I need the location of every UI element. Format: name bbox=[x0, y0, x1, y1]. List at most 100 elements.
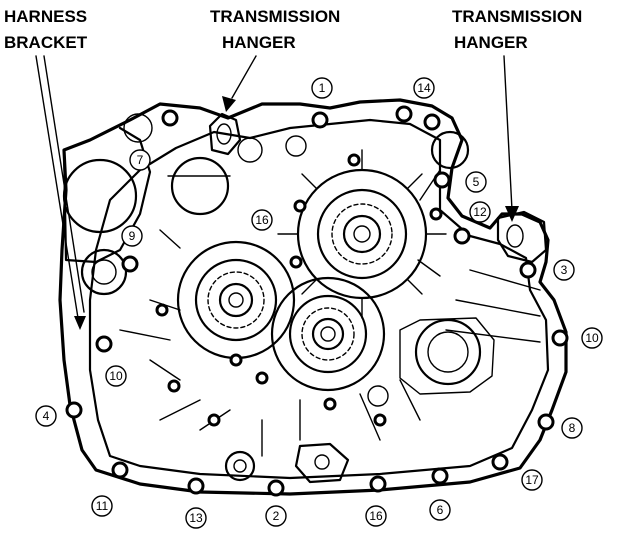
bolt bbox=[347, 153, 361, 167]
callout-4: 4 bbox=[35, 405, 57, 427]
right-large-port bbox=[414, 318, 482, 386]
callout-7: 7 bbox=[129, 149, 151, 171]
right-port-housing bbox=[399, 317, 495, 395]
left-hanger-hole bbox=[216, 123, 232, 145]
lower-drain-boss bbox=[224, 450, 256, 482]
svg-text:6: 6 bbox=[437, 503, 444, 517]
bolt bbox=[95, 335, 113, 353]
bolt bbox=[323, 397, 337, 411]
bolt bbox=[167, 379, 181, 393]
bolt bbox=[395, 105, 413, 123]
bolt bbox=[293, 199, 307, 213]
upper-right-boss bbox=[430, 130, 470, 170]
bolt bbox=[453, 227, 471, 245]
bolt bbox=[207, 413, 221, 427]
center-bearing bbox=[270, 276, 386, 392]
svg-text:10: 10 bbox=[585, 331, 599, 345]
bolt bbox=[431, 467, 449, 485]
bolt bbox=[255, 371, 269, 385]
harness-leader-1 bbox=[35, 55, 79, 319]
bolt bbox=[373, 413, 387, 427]
callout-13: 13 bbox=[185, 507, 207, 529]
svg-text:9: 9 bbox=[129, 229, 136, 243]
callout-11: 11 bbox=[91, 495, 113, 517]
svg-text:2: 2 bbox=[273, 509, 280, 523]
svg-text:3: 3 bbox=[561, 263, 568, 277]
svg-text:10: 10 bbox=[109, 369, 123, 383]
right-hanger-bracket bbox=[496, 210, 548, 264]
left-lower-port bbox=[80, 248, 128, 296]
transmission-hanger-left-label: TRANSMISSION HANGER bbox=[210, 7, 340, 52]
leader-lines bbox=[35, 55, 519, 330]
svg-text:12: 12 bbox=[473, 205, 487, 219]
callout-5: 5 bbox=[465, 171, 487, 193]
harness-bracket-label: HARNESS BRACKET bbox=[4, 7, 88, 52]
callout-17: 17 bbox=[521, 469, 543, 491]
right-hanger-hole bbox=[506, 224, 524, 248]
harness-bracket-label-line1: HARNESS bbox=[4, 7, 87, 26]
transmission-hanger-right-label: TRANSMISSION HANGER bbox=[452, 7, 582, 52]
hanger-right-label-line1: TRANSMISSION bbox=[452, 7, 582, 26]
upper-left-boss bbox=[170, 156, 230, 216]
bolt bbox=[423, 113, 441, 131]
bolt bbox=[311, 111, 329, 129]
svg-text:8: 8 bbox=[569, 421, 576, 435]
left-hanger-bracket bbox=[208, 112, 242, 156]
bolt bbox=[537, 413, 555, 431]
left-cover-port bbox=[62, 158, 138, 234]
lower-port-small bbox=[367, 385, 389, 407]
harness-arrowhead bbox=[74, 316, 86, 330]
upper-bearing bbox=[277, 149, 447, 319]
callout-14-top: 14 bbox=[413, 77, 435, 99]
svg-text:1: 1 bbox=[319, 81, 326, 95]
callout-16-top: 16 bbox=[251, 209, 273, 231]
lower-center-hole bbox=[314, 454, 330, 470]
upper-port-small-2 bbox=[285, 135, 307, 157]
callout-3: 3 bbox=[553, 259, 575, 281]
left-cover-boss bbox=[123, 113, 153, 143]
bolt bbox=[155, 303, 169, 317]
callout-10-right: 10 bbox=[581, 327, 603, 349]
svg-text:16: 16 bbox=[255, 213, 269, 227]
hanger-left-arrowhead bbox=[222, 96, 236, 112]
bolt bbox=[229, 353, 243, 367]
hanger-left-label-line2: HANGER bbox=[222, 33, 296, 52]
callout-2: 2 bbox=[265, 505, 287, 527]
hanger-right-label-line2: HANGER bbox=[454, 33, 528, 52]
bolt-number-callouts: 1 14 7 5 12 16 9 3 10 10 4 8 17 11 13 2 … bbox=[35, 77, 603, 529]
callout-6: 6 bbox=[429, 499, 451, 521]
hanger-left-label-line1: TRANSMISSION bbox=[210, 7, 340, 26]
right-large-port-inner bbox=[427, 331, 469, 373]
bolt bbox=[491, 453, 509, 471]
housing-ribs bbox=[119, 169, 441, 457]
harness-bracket-label-line2: BRACKET bbox=[4, 33, 88, 52]
bolt bbox=[369, 475, 387, 493]
lower-drain-plug bbox=[233, 459, 247, 473]
svg-text:16: 16 bbox=[369, 509, 383, 523]
callout-16-bottom: 16 bbox=[365, 505, 387, 527]
bolt bbox=[433, 171, 451, 189]
callout-8: 8 bbox=[561, 417, 583, 439]
bolt bbox=[289, 255, 303, 269]
bolt bbox=[551, 329, 569, 347]
hanger-right-leader bbox=[503, 55, 513, 211]
svg-text:11: 11 bbox=[96, 499, 109, 513]
svg-text:17: 17 bbox=[525, 473, 539, 487]
bolt bbox=[519, 261, 537, 279]
svg-text:14: 14 bbox=[417, 81, 431, 95]
hanger-left-leader bbox=[231, 55, 257, 99]
bolts bbox=[65, 105, 569, 497]
bolt bbox=[267, 479, 285, 497]
svg-text:13: 13 bbox=[189, 511, 203, 525]
right-ribs bbox=[445, 269, 541, 343]
bolt bbox=[161, 109, 179, 127]
bolt bbox=[121, 255, 139, 273]
upper-port-small bbox=[237, 137, 263, 163]
bolt bbox=[65, 401, 83, 419]
svg-text:7: 7 bbox=[137, 153, 144, 167]
svg-text:4: 4 bbox=[43, 409, 50, 423]
bolt bbox=[187, 477, 205, 495]
bolt bbox=[111, 461, 129, 479]
left-lower-port-inner bbox=[91, 259, 117, 285]
